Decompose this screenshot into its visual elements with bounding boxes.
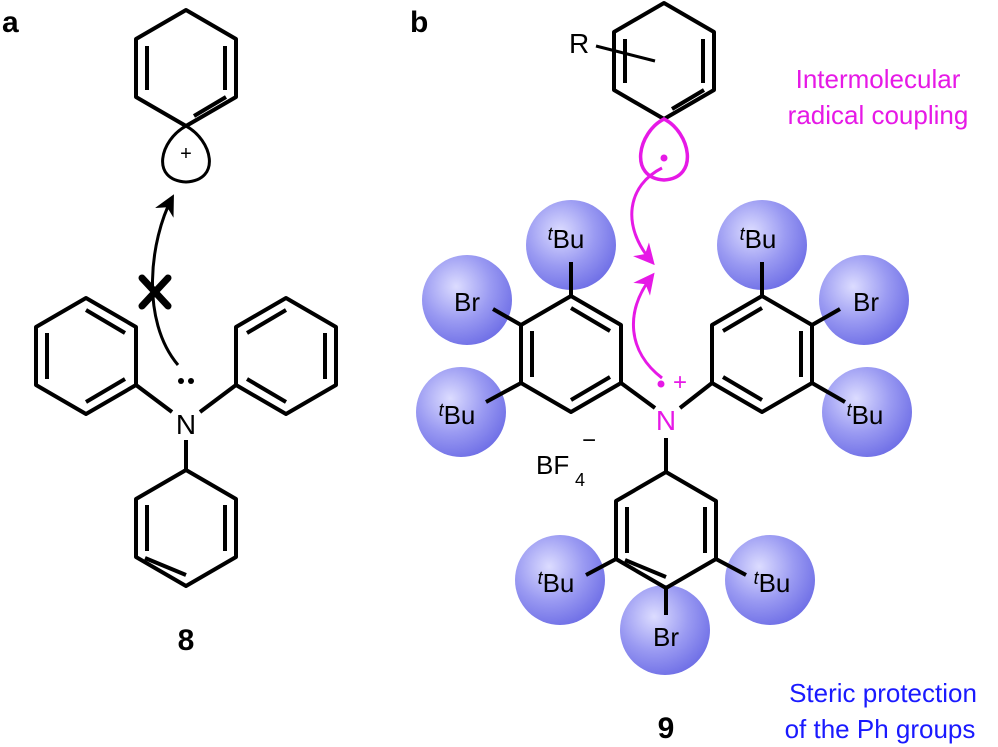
tbu-label-bottom-left: tBu	[538, 568, 575, 598]
steric-spheres	[416, 200, 912, 675]
triphenylamine-bonds	[34, 296, 338, 588]
tbu-label-bottom-right: tBu	[754, 568, 791, 598]
counterion-charge: −	[582, 427, 596, 454]
fishhook-arrow-down	[630, 166, 663, 266]
panel-b-label: b	[410, 6, 428, 39]
cation-charge: +	[180, 143, 192, 165]
substituent-r: R	[569, 28, 589, 59]
sphere-bottom-br	[620, 585, 710, 675]
aminium-radical-dot	[657, 380, 665, 388]
annotation-coupling-line2: radical coupling	[788, 100, 969, 130]
blocked-arrow	[151, 194, 180, 366]
tbu-label-left-bottom: tBu	[439, 400, 476, 430]
br-label-bottom: Br	[653, 622, 679, 652]
annotation-steric-line1: Steric protection	[789, 678, 977, 708]
sphere-right-br	[819, 255, 909, 345]
br-label-right: Br	[853, 287, 879, 317]
compound-number-8: 8	[178, 624, 195, 657]
counterion-subscript: 4	[575, 470, 585, 490]
fishhook-arrow-up	[632, 272, 663, 380]
radical-dot	[660, 154, 668, 162]
lone-pair-dots	[178, 378, 194, 384]
atom-n-9: N	[656, 405, 676, 436]
tbu-label-left-top: tBu	[548, 224, 585, 254]
atom-n-8: N	[176, 409, 196, 440]
counterion-bf4: BF 4 −	[536, 427, 596, 490]
sphere-bottom-tbu-right	[725, 535, 815, 625]
compound-number-9: 9	[658, 712, 675, 745]
sphere-left-tbu-bottom	[416, 367, 506, 457]
aminium-bonds	[485, 262, 846, 615]
phenyl-cation-ring	[134, 8, 238, 128]
counterion-main: BF	[536, 450, 569, 480]
aryl-radical-ring	[595, 1, 716, 121]
aminium-charge: +	[673, 369, 687, 396]
tbu-label-right-bottom: tBu	[847, 400, 884, 430]
blocked-x-icon	[138, 274, 172, 310]
annotation-coupling-line1: Intermolecular	[796, 64, 961, 94]
radical-orbital-lobe	[638, 117, 690, 182]
sphere-left-tbu-top	[526, 200, 616, 290]
tbu-label-right-top: tBu	[740, 224, 777, 254]
empty-orbital-lobe	[161, 124, 211, 184]
sphere-left-br	[422, 255, 512, 345]
panel-a-label: a	[2, 6, 19, 39]
sphere-right-tbu-top	[717, 200, 807, 290]
sphere-right-tbu-bottom	[822, 367, 912, 457]
annotation-steric-line2: of the Ph groups	[785, 714, 976, 744]
sphere-bottom-tbu-left	[515, 535, 605, 625]
br-label-left: Br	[454, 287, 480, 317]
substituent-labels: tBu Br tBu tBu Br tBu tBu Br tBu	[439, 224, 884, 652]
